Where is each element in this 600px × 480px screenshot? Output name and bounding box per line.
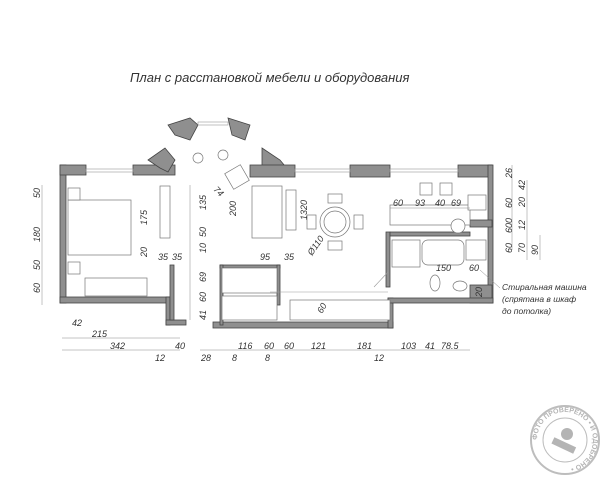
dim-label: 1320 bbox=[299, 200, 309, 220]
stove bbox=[467, 194, 487, 211]
dim-label: 60 bbox=[32, 283, 42, 293]
dim-label: 600 bbox=[504, 218, 514, 233]
dim-label: 103 bbox=[401, 341, 416, 351]
dim-label: 40 bbox=[435, 198, 445, 208]
dim-label: 60 bbox=[504, 243, 514, 253]
nightstand bbox=[67, 187, 81, 201]
dim-label: 74 bbox=[212, 184, 226, 198]
dim-label: 60 bbox=[198, 292, 208, 302]
dim-label: 10 bbox=[198, 243, 208, 253]
dim-label: 12 bbox=[517, 220, 527, 230]
dim-label: 215 bbox=[91, 329, 108, 339]
dim-label: 35 bbox=[172, 252, 183, 262]
dim-label: 175 bbox=[139, 209, 149, 225]
bed bbox=[67, 199, 132, 256]
dresser bbox=[84, 277, 148, 297]
dimension-labels: 50 180 50 60 175 20 35 35 135 50 10 74 2… bbox=[32, 168, 540, 363]
dim-label: 60 bbox=[504, 198, 514, 208]
dim-label: 50 bbox=[198, 227, 208, 237]
dim-label: 41 bbox=[425, 341, 435, 351]
dim-label: Ø110 bbox=[305, 234, 326, 258]
wardrobe bbox=[159, 185, 171, 239]
dim-label: 40 bbox=[175, 341, 185, 351]
dim-label: 69 bbox=[451, 198, 461, 208]
closet bbox=[221, 267, 278, 294]
furniture bbox=[67, 149, 487, 321]
washing-machine-note: Стиральная машина (спрятана в шкаф до по… bbox=[502, 282, 587, 316]
shower bbox=[391, 239, 421, 268]
dimension-lines bbox=[41, 165, 541, 351]
armchair bbox=[224, 164, 250, 190]
dim-label: 60 bbox=[284, 341, 294, 351]
note-line: до потолка) bbox=[502, 306, 551, 316]
dim-label: 20 bbox=[517, 197, 527, 208]
dim-label: 93 bbox=[415, 198, 425, 208]
dim-label: 116 bbox=[238, 341, 252, 351]
dim-label: 78.5 bbox=[441, 341, 460, 351]
dim-label: 42 bbox=[72, 318, 82, 328]
dim-label: 50 bbox=[32, 188, 42, 198]
dim-label: 70 bbox=[517, 243, 527, 253]
dim-label: 60 bbox=[315, 301, 329, 315]
svg-text:ФОТО ПРОВЕРЕНО • И ОДОБРЕНО •: ФОТО ПРОВЕРЕНО • И ОДОБРЕНО • bbox=[532, 407, 598, 473]
dim-label: 342 bbox=[110, 341, 125, 351]
dim-label: 12 bbox=[155, 353, 165, 363]
dim-label: 26 bbox=[504, 168, 514, 179]
dim-label: 200 bbox=[228, 201, 238, 217]
dim-label: 90 bbox=[530, 245, 540, 255]
washbasin bbox=[452, 280, 468, 292]
sofa bbox=[251, 185, 283, 239]
dim-label: 20 bbox=[139, 247, 149, 258]
dim-label: 150 bbox=[436, 263, 451, 273]
washing-machine bbox=[465, 239, 487, 261]
plan-title: План с расстановкой мебели и оборудовани… bbox=[130, 70, 409, 85]
dim-label: 35 bbox=[158, 252, 169, 262]
plant bbox=[217, 149, 229, 161]
bathtub bbox=[421, 239, 465, 266]
dim-label: 20 bbox=[474, 287, 484, 298]
dim-label: 181 bbox=[357, 341, 372, 351]
kitchen-counter bbox=[389, 204, 471, 226]
dim-label: 180 bbox=[32, 227, 42, 242]
dim-label: 60 bbox=[469, 263, 479, 273]
nightstand bbox=[67, 261, 81, 275]
dim-label: 50 bbox=[32, 260, 42, 270]
dim-label: 60 bbox=[264, 341, 274, 351]
dim-label: 95 bbox=[260, 252, 271, 262]
dim-label: 12 bbox=[374, 353, 384, 363]
walls bbox=[59, 117, 494, 329]
sink bbox=[450, 218, 466, 234]
dim-label: 135 bbox=[198, 194, 208, 210]
dim-label: 42 bbox=[517, 180, 527, 190]
approval-stamp: ФОТО ПРОВЕРЕНО • И ОДОБРЕНО • bbox=[530, 405, 600, 475]
toilet bbox=[429, 274, 441, 292]
dim-label: 35 bbox=[284, 252, 295, 262]
windows bbox=[85, 121, 459, 173]
dim-label: 8 bbox=[232, 353, 237, 363]
dim-label: 121 bbox=[311, 341, 326, 351]
note-line: (спрятана в шкаф bbox=[502, 294, 576, 304]
dim-label: 28 bbox=[200, 353, 211, 363]
tv-unit bbox=[289, 299, 391, 321]
dim-label: 69 bbox=[198, 272, 208, 282]
dim-label: 60 bbox=[393, 198, 403, 208]
dim-label: 8 bbox=[265, 353, 270, 363]
note-line: Стиральная машина bbox=[502, 282, 587, 292]
radiator bbox=[285, 189, 297, 231]
dim-label: 41 bbox=[198, 310, 208, 320]
plant bbox=[192, 152, 204, 164]
